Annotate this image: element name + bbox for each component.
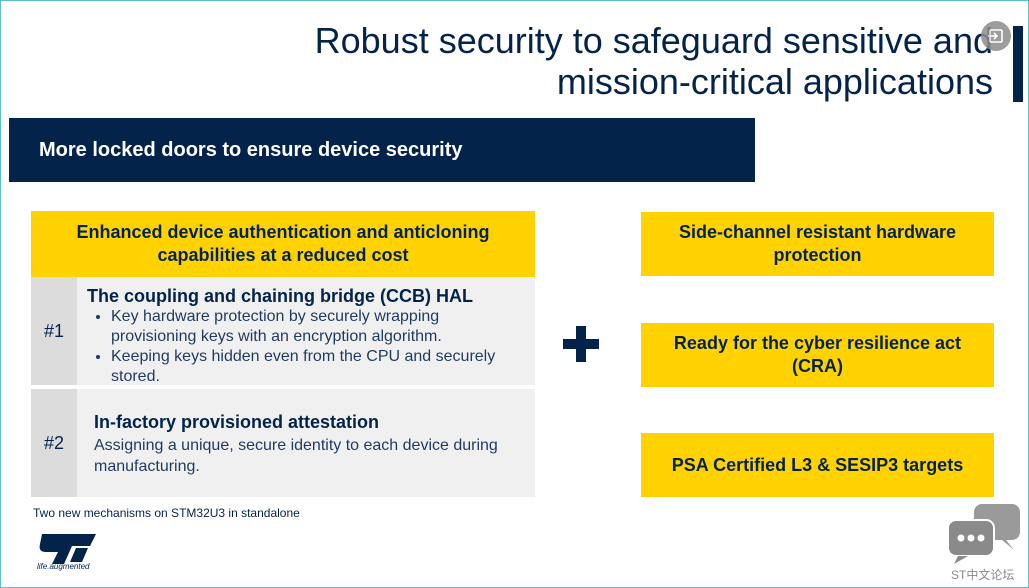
feature-box-cra: Ready for the cyber resilience act (CRA) bbox=[641, 323, 994, 387]
title-line-2: mission-critical applications bbox=[556, 61, 993, 102]
mechanism-row-1: #1 The coupling and chaining bridge (CCB… bbox=[31, 277, 535, 385]
chat-bubbles-icon[interactable] bbox=[946, 504, 1022, 564]
mechanism-content: The coupling and chaining bridge (CCB) H… bbox=[87, 285, 527, 387]
mechanism-bullets: Key hardware protection by securely wrap… bbox=[87, 307, 527, 387]
mechanism-number: #1 bbox=[31, 277, 77, 385]
mechanism-description: Assigning a unique, secure identity to e… bbox=[94, 437, 498, 475]
section-banner: More locked doors to ensure device secur… bbox=[9, 118, 755, 182]
st-logo-icon bbox=[39, 534, 96, 564]
mechanism-content: In-factory provisioned attestation Assig… bbox=[94, 411, 527, 477]
footnote: Two new mechanisms on STM32U3 in standal… bbox=[33, 506, 300, 520]
feature-box-side-channel: Side-channel resistant hardware protecti… bbox=[641, 212, 994, 276]
slide-title: Robust security to safeguard sensitive a… bbox=[233, 20, 993, 102]
title-line-1: Robust security to safeguard sensitive a… bbox=[314, 20, 993, 61]
bullet-item: Keeping keys hidden even from the CPU an… bbox=[111, 347, 527, 387]
forum-watermark: ST中文论坛 bbox=[951, 568, 1015, 582]
bullet-item: Key hardware protection by securely wrap… bbox=[111, 307, 527, 347]
logo-tagline: life.augmented bbox=[37, 562, 90, 571]
left-header-box: Enhanced device authentication and antic… bbox=[31, 211, 535, 277]
exit-fullscreen-icon bbox=[988, 29, 1003, 43]
mechanism-title: The coupling and chaining bridge (CCB) H… bbox=[87, 286, 473, 306]
mechanism-number: #2 bbox=[31, 389, 77, 497]
exit-fullscreen-button[interactable] bbox=[981, 21, 1011, 51]
mechanism-title: In-factory provisioned attestation bbox=[94, 412, 380, 432]
title-accent-bar bbox=[1013, 26, 1023, 102]
mechanism-row-2: #2 In-factory provisioned attestation As… bbox=[31, 389, 535, 497]
feature-box-psa: PSA Certified L3 & SESIP3 targets bbox=[641, 433, 994, 497]
plus-icon bbox=[563, 326, 599, 362]
